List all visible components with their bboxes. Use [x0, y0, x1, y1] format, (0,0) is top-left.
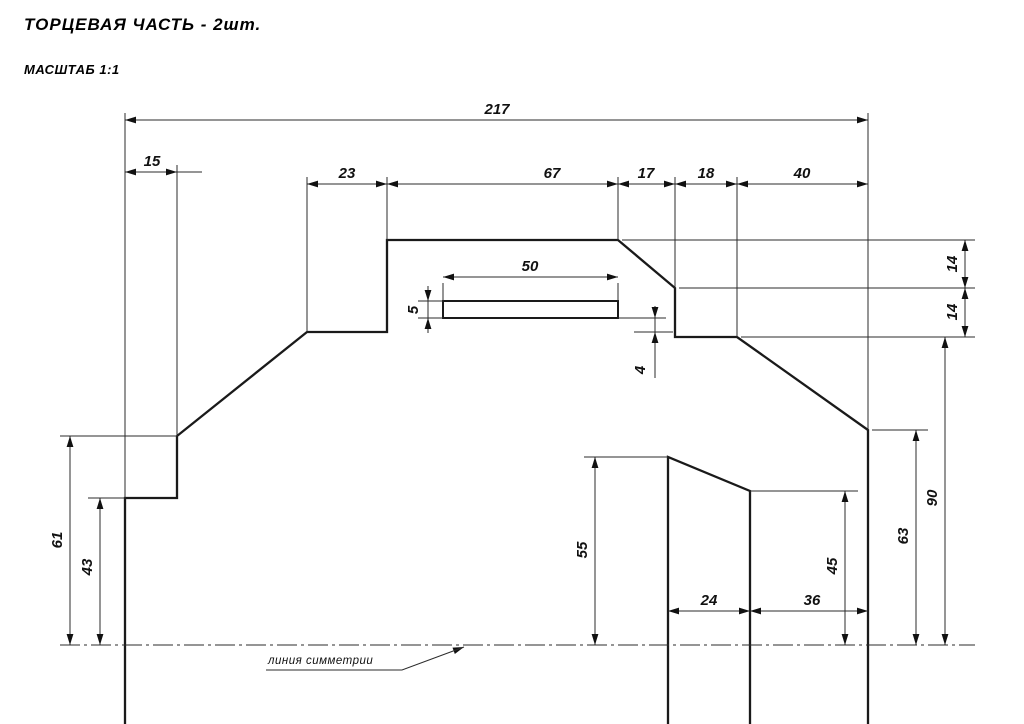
dim-label-61: 61: [49, 532, 66, 549]
dim-label-45: 45: [824, 557, 841, 575]
arrowhead: [857, 116, 868, 124]
arrowhead: [912, 634, 920, 645]
dim-label-5: 5: [405, 305, 422, 314]
dim-label-90: 90: [924, 489, 941, 506]
dim-label-18: 18: [698, 165, 715, 182]
scale-label: МАСШТАБ 1:1: [24, 62, 120, 77]
main-profile: [123, 238, 870, 724]
arrowhead: [607, 180, 618, 188]
dim-label-23: 23: [338, 165, 356, 182]
arrowhead: [961, 240, 969, 251]
arrowhead: [664, 180, 675, 188]
dim-label-15: 15: [144, 153, 161, 170]
arrowhead: [591, 457, 599, 468]
arrowhead: [125, 116, 136, 124]
arrowhead: [675, 180, 686, 188]
extension-lines: [60, 113, 975, 499]
page-title: ТОРЦЕВАЯ ЧАСТЬ - 2шт.: [24, 15, 261, 34]
arrowhead: [668, 607, 679, 615]
arrowhead: [750, 607, 761, 615]
arrowhead: [452, 647, 464, 654]
arrowhead: [941, 634, 949, 645]
arrowhead: [651, 332, 659, 343]
lower-cutout-outline: [666, 455, 752, 724]
arrowhead: [424, 290, 432, 301]
arrowhead: [941, 337, 949, 348]
arrowhead: [739, 607, 750, 615]
arrowhead: [841, 634, 849, 645]
arrowhead: [961, 277, 969, 288]
arrowhead: [591, 634, 599, 645]
arrowhead: [857, 180, 868, 188]
arrowhead: [166, 168, 177, 176]
arrowhead: [376, 180, 387, 188]
arrowhead: [96, 498, 104, 509]
arrowhead: [961, 326, 969, 337]
arrowhead: [961, 288, 969, 299]
arrowhead: [618, 180, 629, 188]
dim-label-36: 36: [804, 592, 821, 609]
dim-label-67: 67: [544, 165, 561, 182]
dim-label-24: 24: [700, 592, 718, 609]
slot-outline: [442, 300, 619, 319]
dimension-labels: 217 15 23 67 17 18 40 50 5 4 61 43 55 45…: [49, 101, 961, 609]
arrowhead: [651, 307, 659, 318]
arrowhead: [307, 180, 318, 188]
arrowhead: [443, 273, 454, 281]
arrowhead: [125, 168, 136, 176]
arrowhead: [857, 607, 868, 615]
dim-label-55: 55: [574, 541, 591, 558]
arrowhead: [912, 430, 920, 441]
dim-label-14-top: 14: [944, 255, 961, 272]
arrowheads: [66, 116, 969, 654]
symmetry-leader-line: [266, 646, 465, 671]
arrowhead: [841, 491, 849, 502]
dim-label-43: 43: [79, 558, 96, 576]
part-outline: [123, 238, 870, 724]
arrowhead: [424, 318, 432, 329]
dim-label-40: 40: [793, 165, 811, 182]
arrowhead: [66, 436, 74, 447]
dim-label-17: 17: [638, 165, 655, 182]
arrowhead: [66, 634, 74, 645]
arrowhead: [737, 180, 748, 188]
symmetry-callout: линия симметрии: [266, 646, 465, 671]
arrowhead: [607, 273, 618, 281]
dimension-lines: [69, 119, 966, 645]
dim-label-50: 50: [522, 258, 539, 275]
symmetry-label: линия симметрии: [267, 655, 373, 667]
arrowhead: [387, 180, 398, 188]
dim-label-14-bottom: 14: [944, 303, 961, 320]
dim-label-63: 63: [895, 527, 912, 544]
arrowhead: [96, 634, 104, 645]
arrowhead: [726, 180, 737, 188]
dim-label-217: 217: [483, 101, 510, 118]
dim-label-4: 4: [632, 365, 649, 375]
